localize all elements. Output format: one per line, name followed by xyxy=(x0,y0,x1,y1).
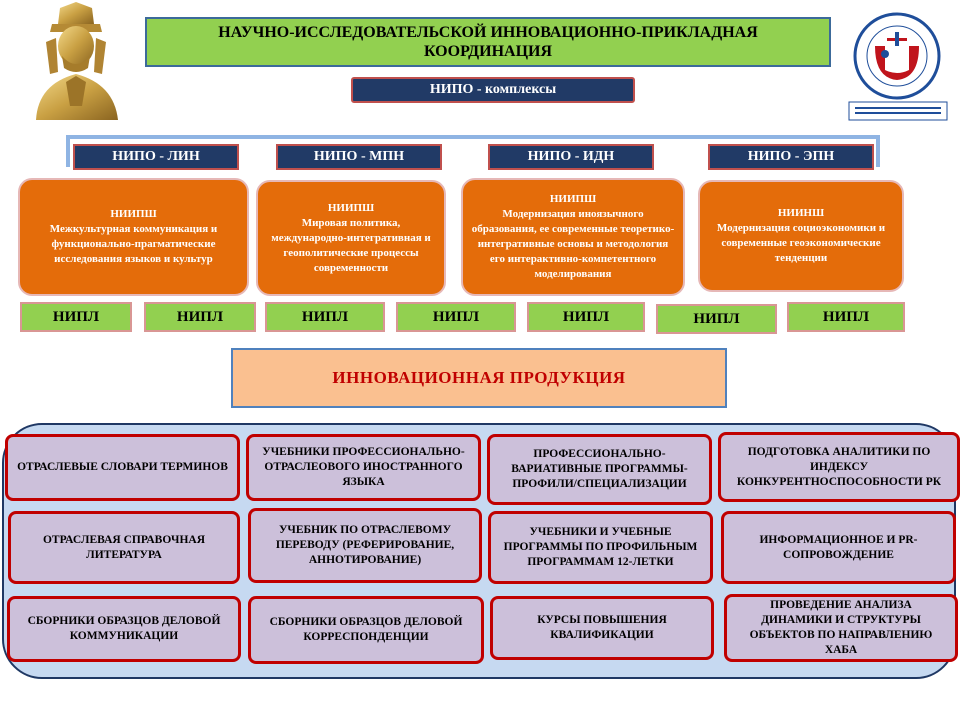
product-box-3: ПРОФЕССИОНАЛЬНО-ВАРИАТИВНЫЕ ПРОГРАММЫ-ПР… xyxy=(487,434,712,505)
institute-box-1: НИИПШ Межкультурная коммуникация и функц… xyxy=(18,178,249,296)
nipo-label-lin: НИПО - ЛИН xyxy=(73,144,239,170)
product-box-5: ОТРАСЛЕВАЯ СПРАВОЧНАЯ ЛИТЕРАТУРА xyxy=(8,511,240,584)
connector-bracket-right xyxy=(876,135,880,167)
page-title: НАУЧНО-ИССЛЕДОВАТЕЛЬСКОЙ ИННОВАЦИОННО-ПР… xyxy=(145,17,831,67)
product-box-1: ОТРАСЛЕВЫЕ СЛОВАРИ ТЕРМИНОВ xyxy=(5,434,240,501)
connector-bracket-top xyxy=(66,135,880,139)
nipo-label-epn: НИПО - ЭПН xyxy=(708,144,874,170)
product-box-7: УЧЕБНИКИ И УЧЕБНЫЕ ПРОГРАММЫ ПО ПРОФИЛЬН… xyxy=(488,511,713,584)
nipo-label-idn: НИПО - ИДН xyxy=(488,144,654,170)
nipo-complex-label: НИПО - комплексы xyxy=(351,77,635,103)
institute-text: Модернизация социоэкономики и современны… xyxy=(716,222,886,264)
product-box-12: ПРОВЕДЕНИЕ АНАЛИЗА ДИНАМИКИ И СТРУКТУРЫ … xyxy=(724,594,958,662)
product-box-2: УЧЕБНИКИ ПРОФЕССИОНАЛЬНО-ОТРАСЛЕОВОГО ИН… xyxy=(246,434,481,501)
institute-text: Мировая политика, международно-интеграти… xyxy=(271,216,431,274)
institute-head: НИИПШ xyxy=(549,193,597,205)
institute-box-2: НИИПШ Мировая политика, международно-инт… xyxy=(256,180,446,296)
product-box-8: ИНФОРМАЦИОННОЕ И PR-СОПРОВОЖДЕНИЕ xyxy=(721,511,956,584)
nipl-box-2: НИПЛ xyxy=(144,302,256,332)
nipo-label-mpn: НИПО - МПН xyxy=(276,144,442,170)
nipl-box-7: НИПЛ xyxy=(787,302,905,332)
university-logo xyxy=(845,10,950,122)
institute-head: НИИНШ xyxy=(777,207,825,219)
connector-bracket-left xyxy=(66,135,70,167)
product-box-11: КУРСЫ ПОВЫШЕНИЯ КВАЛИФИКАЦИИ xyxy=(490,596,714,660)
nipl-box-3: НИПЛ xyxy=(265,302,385,332)
institute-head: НИИПШ xyxy=(327,201,375,214)
bust-portrait-image xyxy=(22,2,130,120)
institute-head: НИИПШ xyxy=(110,208,157,220)
nipl-box-6: НИПЛ xyxy=(656,304,777,334)
nipl-box-1: НИПЛ xyxy=(20,302,132,332)
nipl-box-4: НИПЛ xyxy=(396,302,516,332)
product-box-9: СБОРНИКИ ОБРАЗЦОВ ДЕЛОВОЙ КОММУНИКАЦИИ xyxy=(7,596,241,662)
nipl-box-5: НИПЛ xyxy=(527,302,645,332)
product-box-6: УЧЕБНИК ПО ОТРАСЛЕВОМУ ПЕРЕВОДУ (РЕФЕРИР… xyxy=(248,508,482,583)
institute-box-3: НИИПШ Модернизация иноязычного образован… xyxy=(461,178,685,296)
product-box-10: СБОРНИКИ ОБРАЗЦОВ ДЕЛОВОЙ КОРРЕСПОНДЕНЦИ… xyxy=(248,596,484,664)
institute-box-4: НИИНШ Модернизация социоэкономики и совр… xyxy=(698,180,904,292)
innovation-products-header: ИННОВАЦИОННАЯ ПРОДУКЦИЯ xyxy=(231,348,727,408)
institute-text: Модернизация иноязычного образования, ее… xyxy=(471,208,675,280)
product-box-4: ПОДГОТОВКА АНАЛИТИКИ ПО ИНДЕКСУ КОНКУРЕН… xyxy=(718,432,960,502)
institute-text: Межкультурная коммуникация и функциональ… xyxy=(49,223,218,265)
